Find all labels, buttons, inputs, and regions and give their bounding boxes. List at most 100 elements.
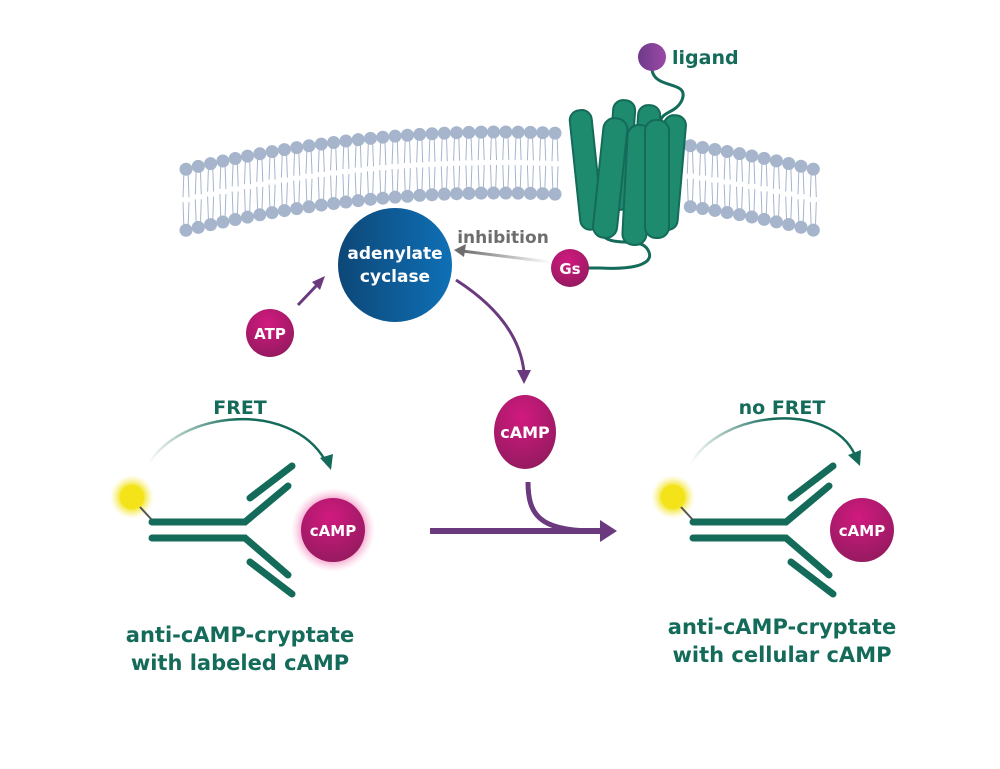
production-arrow	[455, 278, 526, 373]
camp-molecule-left	[301, 498, 365, 562]
lipid-head	[179, 162, 193, 176]
lipid-head	[277, 204, 291, 218]
lipid-head	[216, 154, 230, 168]
cryptate-donor-icon	[661, 485, 685, 509]
lipid-head	[302, 139, 316, 153]
lipid-head	[745, 210, 759, 224]
lipid-head	[733, 208, 746, 222]
lipid-head	[745, 149, 759, 163]
lipid-head	[536, 187, 550, 201]
fret-arrowhead-icon	[320, 454, 333, 470]
lipid-head	[290, 202, 304, 216]
lipid-head	[388, 129, 402, 143]
lipid-head	[364, 131, 377, 145]
lipid-head	[191, 159, 205, 173]
lipid-head	[290, 141, 304, 155]
lipid-head	[228, 213, 242, 227]
lipid-head	[487, 186, 500, 200]
lipid-head	[388, 190, 402, 204]
left-caption-2: with labeled cAMP	[131, 651, 349, 675]
lipid-head	[437, 126, 451, 140]
lipid-head	[683, 139, 697, 153]
lipid-head	[499, 186, 513, 200]
lipid-head	[499, 125, 513, 139]
lipid-head	[806, 223, 820, 237]
adenylate-cyclase-label-2: cyclase	[360, 267, 430, 287]
lipid-head	[487, 125, 500, 139]
gs-label: Gs	[559, 260, 580, 278]
lipid-head	[450, 187, 464, 201]
lipid-head	[413, 188, 427, 202]
lipid-head	[806, 162, 820, 176]
lipid-head	[376, 191, 390, 205]
right-complex: no FRET cAMP anti-cAMP-cryptate with cel…	[651, 397, 896, 667]
left-complex: FRET cAMP anti-cAMP-cryptate with labele…	[110, 397, 375, 675]
receptor-n-terminus	[650, 69, 685, 126]
lipid-head	[474, 186, 488, 200]
lipid-head	[548, 126, 562, 140]
lipid-head	[351, 133, 365, 147]
camp-left-label: cAMP	[310, 522, 356, 540]
lipid-head	[241, 210, 254, 224]
lipid-head	[265, 206, 279, 220]
right-caption-2: with cellular cAMP	[673, 643, 892, 667]
lipid-head	[437, 187, 451, 201]
cryptate-donor-icon	[120, 485, 144, 509]
atp-molecule	[246, 309, 294, 357]
lipid-head	[314, 137, 328, 151]
fret-label: FRET	[213, 397, 267, 419]
no-fret-arrow	[688, 417, 857, 466]
lipid-head	[511, 125, 525, 139]
lipid-head	[733, 147, 746, 161]
lipid-head	[548, 187, 562, 201]
lipid-head	[462, 186, 476, 200]
inhibition-arrowhead-icon	[454, 244, 466, 257]
gpcr-receptor	[568, 69, 687, 270]
camp-center-label: cAMP	[500, 423, 550, 442]
lipid-head	[364, 192, 377, 206]
right-caption-1: anti-cAMP-cryptate	[668, 615, 896, 639]
lipid-head	[511, 186, 525, 200]
camp-molecule-center	[494, 395, 556, 469]
lipid-head	[450, 126, 464, 140]
lipid-head	[277, 143, 291, 157]
lipid-head	[376, 130, 390, 144]
lipid-head	[683, 200, 697, 214]
lipid-head	[228, 152, 242, 166]
linker	[680, 506, 694, 521]
left-caption-1: anti-cAMP-cryptate	[126, 623, 354, 647]
inhibition-arrow	[461, 249, 551, 264]
ligand-molecule	[638, 43, 666, 71]
helix	[592, 117, 629, 239]
lipid-head	[474, 125, 488, 139]
lipid-head	[523, 125, 537, 139]
lipid-head	[708, 203, 722, 217]
lipid-head	[400, 128, 414, 142]
lipid-head	[794, 220, 808, 234]
receptor-c-terminus	[585, 231, 652, 270]
lipid-head	[462, 125, 476, 139]
lipid-head	[241, 149, 254, 163]
helix	[568, 109, 604, 231]
production-arrowhead-icon	[517, 370, 531, 384]
lipid-head	[191, 220, 205, 234]
lipid-head	[523, 186, 537, 200]
atp-arrow	[296, 282, 320, 307]
lipid-head	[253, 208, 267, 222]
lipid-head	[708, 142, 722, 156]
lipid-head	[425, 188, 439, 202]
no-fret-label: no FRET	[739, 397, 826, 419]
lipid-head	[720, 206, 734, 220]
lipid-head	[794, 159, 808, 173]
lipid-head	[339, 195, 353, 209]
adenylate-cyclase	[338, 208, 452, 322]
cell-membrane	[179, 125, 820, 237]
lipid-head	[327, 135, 341, 149]
lipid-head	[339, 134, 353, 148]
lipid-head	[216, 215, 230, 229]
competition-arrowhead-icon	[600, 520, 617, 542]
adenylate-cyclase-label-1: adenylate	[347, 244, 442, 264]
lipid-head	[757, 151, 771, 165]
